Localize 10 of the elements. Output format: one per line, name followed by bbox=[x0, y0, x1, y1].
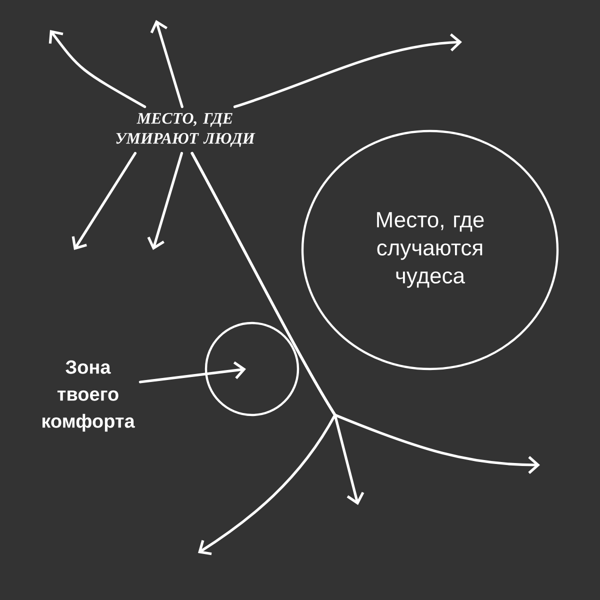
arrow bbox=[138, 361, 246, 384]
arrow bbox=[48, 30, 146, 108]
handwritten-label: Зона твоего комфорта bbox=[42, 360, 135, 432]
arrow bbox=[72, 152, 137, 250]
arrow bbox=[233, 33, 462, 108]
arrow bbox=[147, 152, 184, 250]
handwritten-label: МЕСТО, ГДЕ УМИРАЮТ ЛЮДИ bbox=[116, 113, 256, 147]
arrow bbox=[150, 20, 184, 108]
chalk-circle bbox=[204, 322, 300, 416]
arrow bbox=[190, 152, 540, 474]
